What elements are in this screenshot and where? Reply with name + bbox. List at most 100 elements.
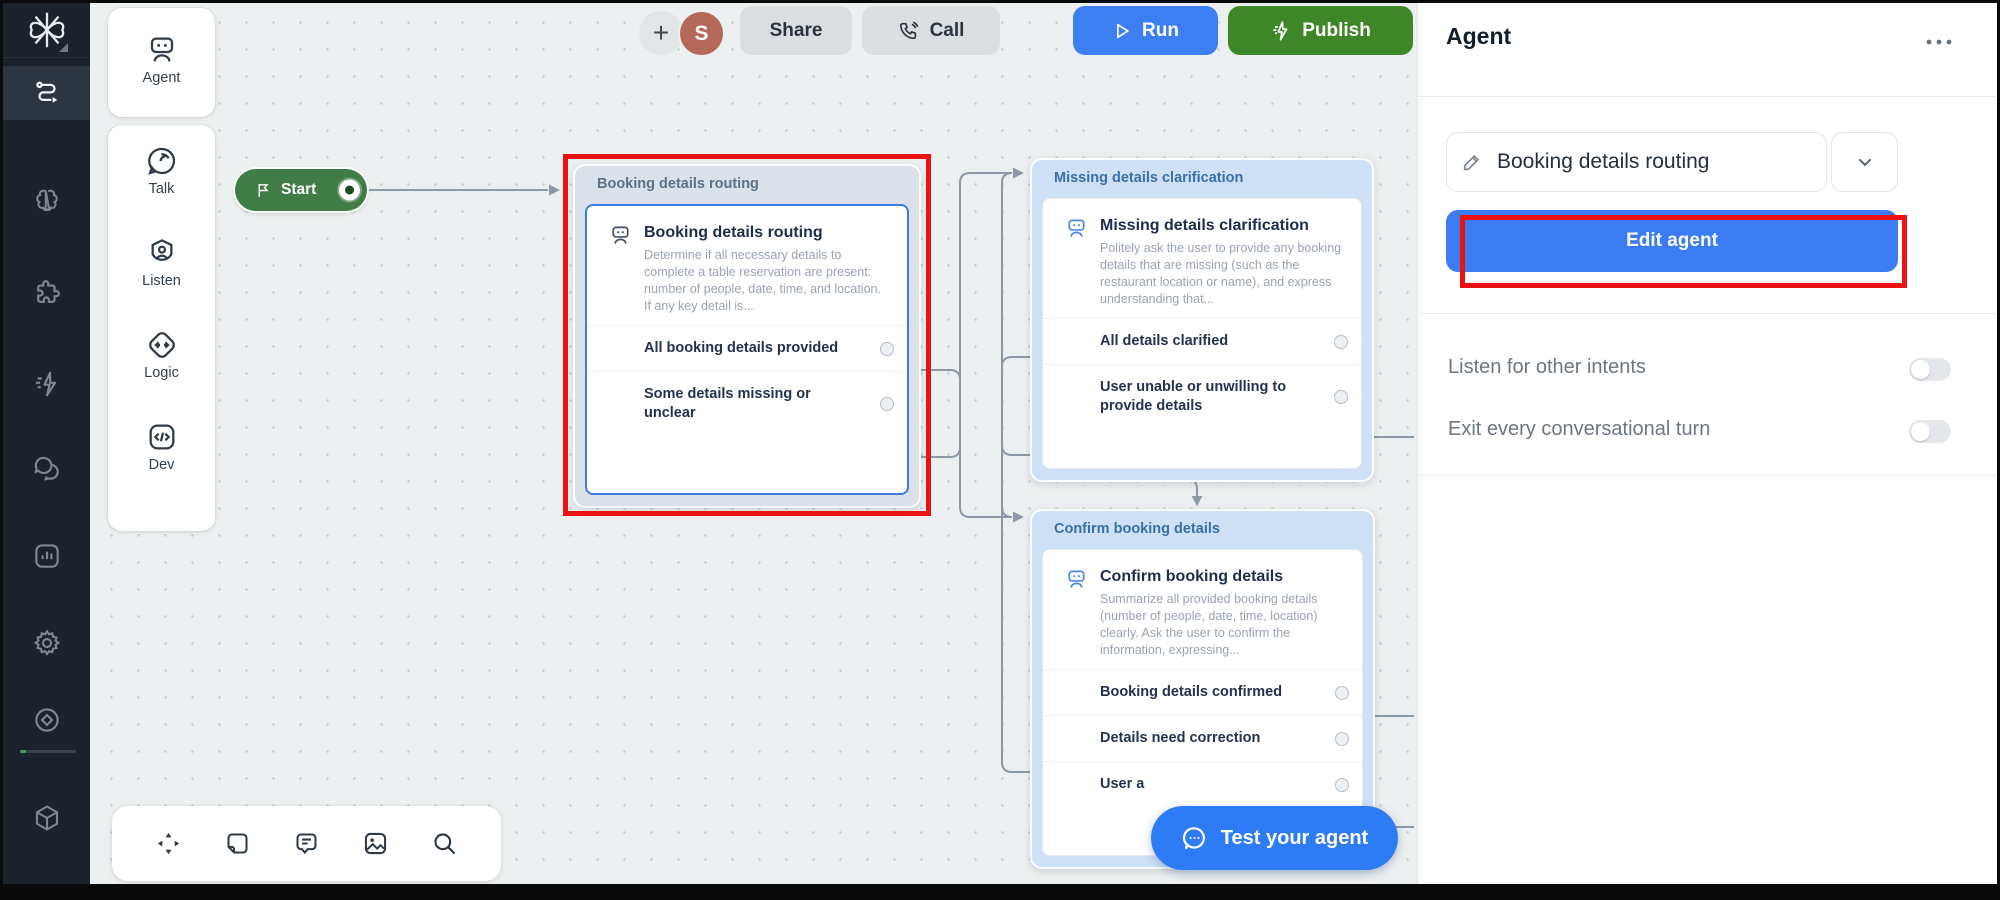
node-action-row[interactable]: Some details missing or unclear: [587, 371, 907, 436]
agent-properties-panel: Agent Booking details routing Edit agent…: [1417, 3, 1998, 884]
action-label: Booking details confirmed: [1100, 684, 1283, 700]
window-border: [1997, 0, 2000, 900]
image-tool-icon[interactable]: [362, 830, 389, 857]
node-action-row[interactable]: All details clarified: [1043, 318, 1361, 364]
run-label: Run: [1142, 19, 1179, 41]
output-port[interactable]: [1335, 731, 1349, 746]
node-missing-details-clarification[interactable]: Missing details clarification Missing de…: [1030, 158, 1374, 482]
palette-item-listen[interactable]: Listen: [108, 237, 215, 289]
node-description: Summarize all provided booking details (…: [1100, 592, 1318, 657]
action-label: Details need correction: [1100, 730, 1261, 746]
node-action-row[interactable]: Booking details confirmed: [1043, 669, 1362, 715]
chats-icon: [33, 456, 59, 481]
node-card[interactable]: Confirm booking details Summarize all pr…: [1042, 549, 1363, 856]
gear-icon: [33, 629, 60, 656]
listen-intents-toggle[interactable]: [1909, 358, 1951, 381]
search-tool-icon[interactable]: [431, 830, 458, 857]
palette-item-logic[interactable]: Logic: [108, 329, 215, 381]
node-card[interactable]: Missing details clarification Politely a…: [1042, 198, 1362, 469]
app-logo[interactable]: [3, 3, 90, 58]
avatar[interactable]: S: [678, 10, 725, 57]
sidebar-item-workflow[interactable]: [3, 66, 90, 120]
output-port[interactable]: [1334, 334, 1348, 349]
action-label: Some details missing or unclear: [644, 386, 811, 421]
move-tool-icon[interactable]: [155, 830, 182, 857]
test-your-agent-button[interactable]: Test your agent: [1151, 806, 1398, 870]
palette-steps-card[interactable]: Talk Listen Logic Dev: [108, 125, 215, 531]
sidebar-item-settings[interactable]: [3, 616, 90, 670]
palette-item-talk[interactable]: Talk: [108, 145, 215, 197]
output-port[interactable]: [1335, 777, 1349, 792]
flag-icon: [258, 183, 269, 197]
puzzle-icon: [36, 280, 60, 303]
play-icon: [1117, 23, 1129, 38]
window-border: [0, 0, 3, 900]
toggle-label: Exit every conversational turn: [1448, 418, 1711, 440]
workspace-caret-icon: [59, 43, 68, 52]
action-label: All details clarified: [1100, 333, 1229, 349]
node-header[interactable]: Booking details routing: [597, 176, 759, 192]
progress-fill: [20, 750, 26, 753]
comment-tool-icon[interactable]: [293, 830, 320, 857]
start-output-port[interactable]: [339, 179, 360, 201]
lightning-icon: [1273, 20, 1288, 41]
node-action-row[interactable]: All booking details provided: [587, 325, 907, 371]
pencil-icon: [1463, 154, 1480, 171]
exit-turn-toggle[interactable]: [1909, 420, 1951, 443]
publish-button[interactable]: Publish: [1228, 6, 1413, 55]
action-label: User a: [1100, 776, 1145, 792]
bar-chart-icon: [34, 544, 59, 568]
agent-select-button[interactable]: [1831, 132, 1898, 192]
node-action-row[interactable]: Details need correction: [1043, 715, 1362, 761]
node-card[interactable]: Booking details routing Determine if all…: [585, 204, 909, 495]
node-header[interactable]: Missing details clarification: [1054, 170, 1244, 186]
panel-menu-button[interactable]: [1918, 29, 1960, 55]
start-node[interactable]: Start: [235, 169, 367, 211]
edit-agent-label: Edit agent: [1626, 230, 1718, 251]
phone-icon: [899, 21, 919, 39]
agent-robot-icon: [1065, 567, 1089, 659]
sidebar-item-integrations[interactable]: [3, 266, 90, 320]
logo-icon: [29, 12, 64, 48]
test-agent-label: Test your agent: [1220, 826, 1369, 849]
node-action-row[interactable]: User unable or unwilling to provide deta…: [1043, 364, 1361, 429]
output-port[interactable]: [1334, 390, 1348, 404]
call-button[interactable]: Call: [862, 6, 1000, 55]
node-booking-details-routing[interactable]: Booking details routing Booking details …: [573, 164, 921, 508]
palette-agent-card[interactable]: Agent: [108, 8, 215, 117]
agent-name-value: Booking details routing: [1497, 150, 1710, 173]
zap-lines-icon: [35, 371, 56, 397]
window-border: [0, 0, 2000, 3]
sidebar-item-knowledge[interactable]: [3, 175, 90, 229]
note-tool-icon[interactable]: [224, 830, 251, 857]
add-collaborator-button[interactable]: +: [639, 11, 683, 55]
toggle-row-listen-intents: Listen for other intents: [1418, 349, 1998, 389]
share-button[interactable]: Share: [740, 6, 852, 55]
node-description: Determine if all necessary details to co…: [644, 248, 881, 313]
sidebar-item-blocks[interactable]: [3, 791, 90, 845]
output-port[interactable]: [880, 397, 894, 411]
node-action-row[interactable]: User a: [1043, 761, 1362, 807]
canvas-toolbar: [112, 806, 501, 881]
chevron-down-icon: [1858, 158, 1871, 167]
dev-icon: [149, 424, 174, 450]
sidebar-item-automations[interactable]: [3, 357, 90, 411]
node-header[interactable]: Confirm booking details: [1054, 521, 1220, 537]
palette-item-dev[interactable]: Dev: [108, 421, 215, 473]
palette-item-label: Dev: [148, 457, 175, 473]
run-button[interactable]: Run: [1073, 6, 1218, 55]
plus-icon: +: [652, 17, 670, 48]
sidebar-item-conversations[interactable]: [3, 441, 90, 495]
call-label: Call: [929, 19, 965, 41]
output-port[interactable]: [880, 341, 894, 356]
divider: [1418, 475, 1998, 476]
edit-agent-button[interactable]: Edit agent: [1446, 210, 1898, 272]
agent-name-field[interactable]: Booking details routing: [1446, 132, 1827, 192]
talk-icon: [147, 147, 175, 175]
sidebar-item-goals[interactable]: [3, 693, 90, 747]
output-port[interactable]: [1335, 685, 1349, 700]
palette-item-agent[interactable]: Agent: [108, 34, 215, 86]
sidebar-item-analytics[interactable]: [3, 529, 90, 583]
publish-label: Publish: [1302, 19, 1371, 41]
